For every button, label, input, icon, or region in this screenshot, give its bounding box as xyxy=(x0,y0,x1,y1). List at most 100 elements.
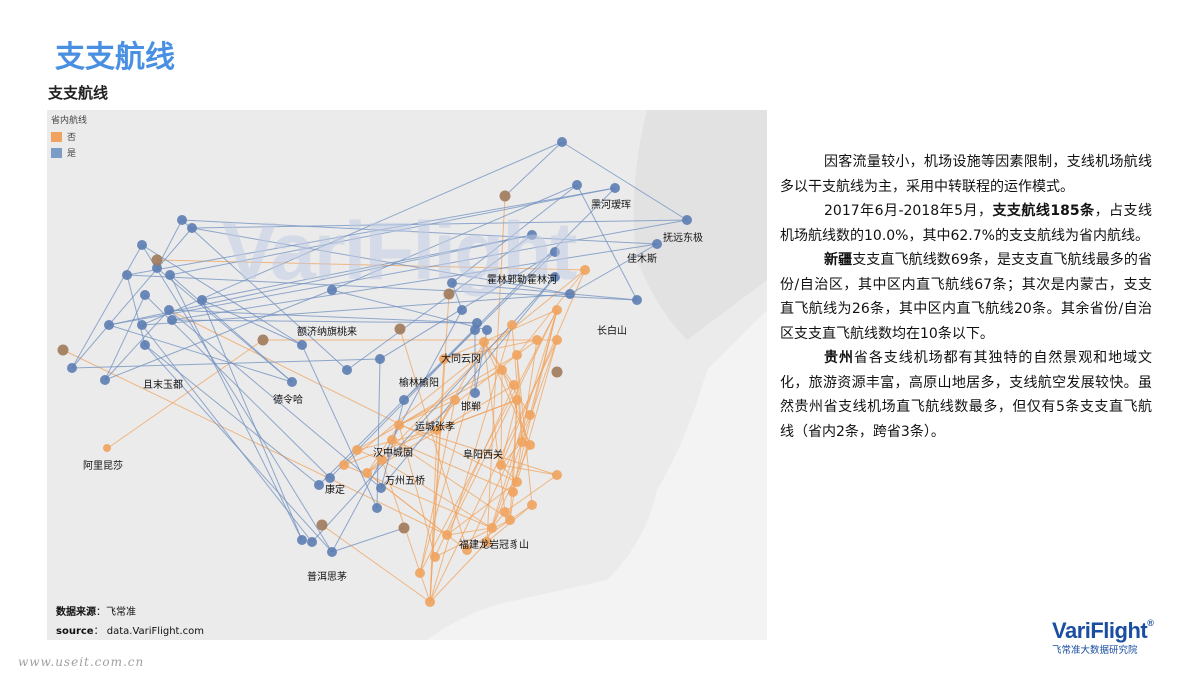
airport-node-38 xyxy=(307,537,317,547)
route-line-86 xyxy=(346,234,533,371)
airport-node-22 xyxy=(197,295,207,305)
route-line-40 xyxy=(429,339,558,603)
route-line-13 xyxy=(398,369,503,426)
route-line-64 xyxy=(483,341,506,513)
route-line-31 xyxy=(429,541,488,603)
paragraph-2-lead: 2017年6月-2018年5月， xyxy=(824,203,993,219)
airport-node-82 xyxy=(57,344,69,356)
airport-node-87 xyxy=(398,522,410,534)
route-line-126 xyxy=(126,274,638,301)
airport-node-31 xyxy=(482,325,492,335)
airport-node-53 xyxy=(525,410,535,420)
route-line-14 xyxy=(434,384,515,558)
airport-node-7 xyxy=(550,272,560,282)
airport-node-12 xyxy=(137,240,147,250)
route-line-94 xyxy=(126,274,146,346)
airport-node-89 xyxy=(103,444,111,452)
source-en: source： data.VariFlight.com xyxy=(56,622,204,637)
legend-swatch-blue xyxy=(51,147,62,158)
airport-node-63 xyxy=(415,568,425,578)
label-datong: 大同云冈 xyxy=(441,354,481,365)
airport-node-61 xyxy=(442,530,452,540)
route-line-56 xyxy=(391,439,514,493)
airport-node-47 xyxy=(507,320,517,330)
label-changbaishan: 长白山 xyxy=(597,326,627,337)
airport-node-54 xyxy=(517,437,527,447)
airport-node-79 xyxy=(432,425,442,435)
label-delingha: 德令哈 xyxy=(273,395,303,406)
airport-node-13 xyxy=(122,270,132,280)
paragraph-3: 新疆支支直飞航线数69条，是支支直飞航线最多的省份/自治区，其中区内直飞航线67… xyxy=(780,248,1152,346)
brand-logo: VariFlight® 飞常准大数据研究院 xyxy=(1052,618,1154,656)
route-line-134 xyxy=(168,309,382,489)
airport-node-28 xyxy=(342,365,352,375)
airport-node-76 xyxy=(479,337,489,347)
paragraph-2: 2017年6月-2018年5月，支支航线185条，占支线机场航线数的10.0%，… xyxy=(780,199,1152,248)
route-line-50 xyxy=(343,269,586,466)
airport-node-68 xyxy=(552,470,562,480)
route-line-49 xyxy=(500,464,558,476)
airport-node-37 xyxy=(327,547,337,557)
route-line-28 xyxy=(491,444,531,529)
airport-node-11 xyxy=(177,215,187,225)
label-handan: 邯郸 xyxy=(461,402,481,413)
route-line-47 xyxy=(509,399,518,521)
airport-node-34 xyxy=(325,473,335,483)
airport-node-35 xyxy=(314,480,324,490)
airport-node-88 xyxy=(551,366,563,378)
paragraph-1: 因客流量较小，机场设施等因素限制，支线机场航线多以干支航线为主，采用中转联程的运… xyxy=(780,150,1152,199)
route-line-80 xyxy=(399,328,468,551)
legend-title: 省内航线 xyxy=(51,116,88,126)
airport-node-14 xyxy=(152,263,162,273)
route-line-12 xyxy=(500,369,503,466)
route-line-106 xyxy=(301,344,378,509)
label-yuncheng: 运城张孝 xyxy=(415,422,455,433)
northeast-region xyxy=(633,110,767,340)
airport-node-84 xyxy=(394,323,406,335)
route-line-59 xyxy=(366,424,400,474)
legend: 省内航线 否 是 xyxy=(51,113,87,162)
airport-node-33 xyxy=(399,395,409,405)
footer-url: www.useit.com.cn xyxy=(18,655,145,669)
route-line-103 xyxy=(201,299,303,346)
route-line-121 xyxy=(376,358,381,509)
route-line-36 xyxy=(434,519,511,558)
route-line-29 xyxy=(446,527,493,536)
airport-node-29 xyxy=(287,377,297,387)
route-line-117 xyxy=(380,276,556,489)
route-line-63 xyxy=(483,341,531,446)
route-line-93 xyxy=(71,244,143,369)
label-puer: 普洱思茅 xyxy=(307,572,347,583)
route-line-133 xyxy=(144,344,333,553)
airport-node-44 xyxy=(580,265,590,275)
route-line-129 xyxy=(104,289,333,381)
source-en-label: source xyxy=(56,626,94,637)
map-title: 支支航线 xyxy=(48,84,109,102)
map-canvas xyxy=(57,110,767,640)
description-text: 因客流量较小，机场设施等因素限制，支线机场航线多以干支航线为主，采用中转联程的运… xyxy=(780,150,1152,444)
paragraph-4: 贵州省各支线机场都有其独特的自然景观和地域文化，旅游资源丰富，高原山地居多，支线… xyxy=(780,346,1152,444)
route-line-127 xyxy=(141,293,571,326)
airport-node-49 xyxy=(512,350,522,360)
airport-node-65 xyxy=(508,487,518,497)
route-line-119 xyxy=(141,324,313,543)
airport-node-5 xyxy=(527,230,537,240)
route-line-123 xyxy=(331,309,463,553)
airport-node-80 xyxy=(499,190,511,202)
airport-node-83 xyxy=(257,334,269,346)
route-line-100 xyxy=(71,227,193,369)
airport-node-8 xyxy=(632,295,642,305)
route-line-111 xyxy=(168,309,478,324)
route-line-130 xyxy=(169,187,616,276)
route-line-135 xyxy=(504,141,563,197)
airport-node-18 xyxy=(104,320,114,330)
label-yulin: 榆林榆阳 xyxy=(399,378,439,389)
route-line-112 xyxy=(331,289,488,331)
route-line-65 xyxy=(436,341,485,431)
slide-title: 支支航线 xyxy=(55,40,175,75)
airport-node-60 xyxy=(462,545,472,555)
route-line-37 xyxy=(398,424,436,558)
watermark: VariFlight xyxy=(222,206,578,297)
label-ali: 阿里昆莎 xyxy=(83,461,123,472)
route-line-85 xyxy=(171,243,658,321)
